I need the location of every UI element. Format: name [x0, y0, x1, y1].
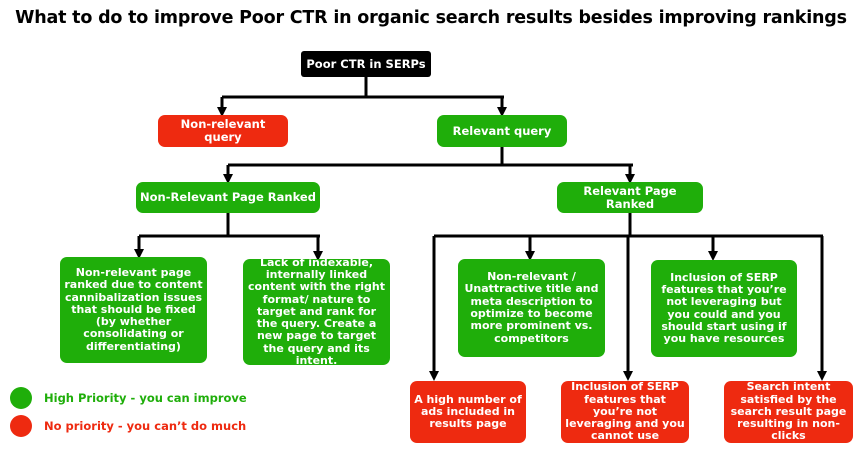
node-relevant-page-ranked: Relevant Page Ranked [557, 182, 703, 213]
legend-high-priority: High Priority - you can improve [10, 387, 247, 409]
node-intent-satisfied: Search intent satisfied by the search re… [724, 381, 853, 443]
node-non-relevant-query: Non-relevant query [158, 115, 288, 147]
node-serp-features-can: Inclusion of SERP features that you’re n… [651, 260, 797, 357]
diagram-title: What to do to improve Poor CTR in organi… [15, 8, 847, 28]
red-dot-icon [10, 415, 32, 437]
node-poor-ctr: Poor CTR in SERPs [301, 51, 431, 77]
green-dot-icon [10, 387, 32, 409]
node-relevant-query: Relevant query [437, 115, 567, 147]
node-cannibalization: Non-relevant page ranked due to content … [60, 257, 207, 363]
node-ads: A high number of ads included in results… [410, 381, 526, 443]
legend-high-priority-label: High Priority - you can improve [44, 391, 247, 405]
node-non-relevant-page-ranked: Non-Relevant Page Ranked [136, 182, 320, 213]
node-lack-of-content: Lack of indexable, internally linked con… [243, 256, 390, 367]
legend-no-priority: No priority - you can’t do much [10, 415, 246, 437]
legend-no-priority-label: No priority - you can’t do much [44, 419, 247, 433]
node-title-meta: Non-relevant / Unattractive title and me… [458, 259, 605, 357]
node-serp-features-cannot: Inclusion of SERP features that you’re n… [561, 381, 689, 443]
